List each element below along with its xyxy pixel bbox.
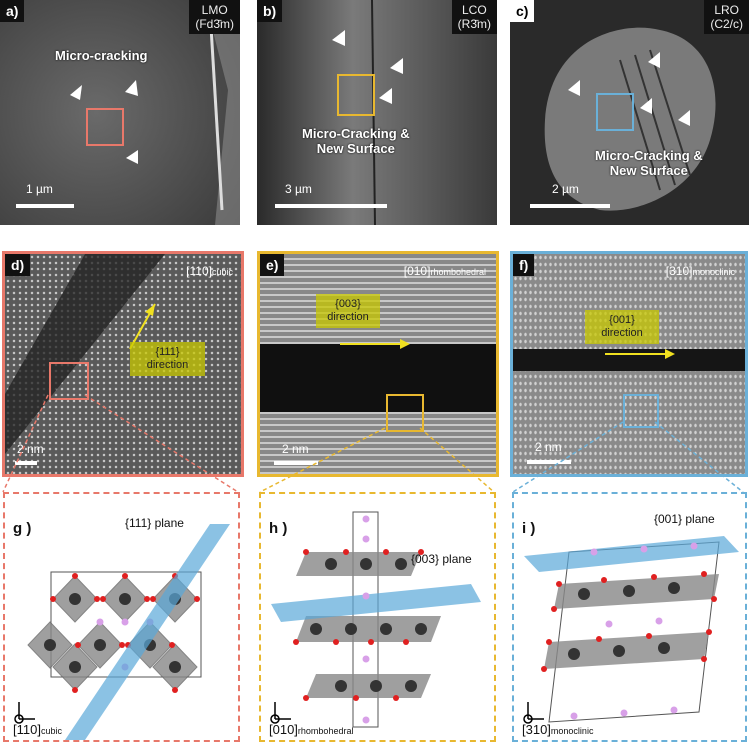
crack-label-b: Micro-Cracking &New Surface <box>302 126 410 156</box>
phase-label-b: LCO(R3̄m) <box>451 0 497 34</box>
crystal-structure-h <box>270 511 481 728</box>
panel-c: c) LRO(C2/c) Micro-Cracking &New Surface… <box>510 0 749 225</box>
panel-tag-f: f) <box>513 254 535 276</box>
scale-bar-e <box>274 461 318 465</box>
axis-label-i: [310]monoclinic <box>522 722 594 737</box>
panel-d: d) [110]cubic {111}direction 2 nm <box>2 251 244 477</box>
scale-bar-c <box>530 204 610 208</box>
crack-label-a: Micro-cracking <box>55 48 148 63</box>
tem-layer-top-e <box>260 254 496 344</box>
zoom-box-b <box>337 74 375 116</box>
crystal-structure-i <box>523 536 739 724</box>
scale-text-b: 3 µm <box>285 182 312 196</box>
direction-box-d: {111}direction <box>130 342 205 376</box>
panel-tag-a: a) <box>0 0 25 22</box>
axis-label-g: [110]cubic <box>13 722 62 737</box>
plane-label-g: {111} plane <box>125 516 184 530</box>
zoom-box-e <box>386 394 424 432</box>
panel-i: i ) {001} plane [310]monoclinic <box>512 492 747 742</box>
crystal-structure-g <box>14 524 230 740</box>
scale-bar-f <box>527 460 571 464</box>
panel-tag-e: e) <box>260 254 285 276</box>
axis-label-h: [010]rhombohedral <box>269 722 354 737</box>
phase-label-c: LRO(C2/c) <box>704 0 749 34</box>
panel-tag-h: h ) <box>269 520 288 537</box>
tem-gap-f <box>513 349 745 371</box>
panel-e: e) [010]rhombohedral {003}direction 2 nm <box>257 251 499 477</box>
scale-text-f: 2 nm <box>535 440 562 454</box>
panel-b: b) LCO(R3̄m) Micro-Cracking &New Surface… <box>257 0 497 225</box>
zoom-box-a <box>86 108 124 146</box>
zoom-box-f <box>623 394 659 428</box>
zoom-box-c <box>596 93 634 131</box>
crack-label-c: Micro-Cracking &New Surface <box>595 148 703 178</box>
direction-arrow-e <box>340 339 410 349</box>
scale-text-a: 1 µm <box>26 182 53 196</box>
scale-text-c: 2 µm <box>552 182 579 196</box>
direction-box-f: {001}direction <box>585 310 659 344</box>
panel-tag-b: b) <box>257 0 283 22</box>
direction-box-e: {003}direction <box>316 294 380 328</box>
panel-a: a) LMO(Fd3̄m) Micro-cracking 1 µm <box>0 0 240 225</box>
scale-text-d: 2 nm <box>17 442 44 456</box>
zoom-box-d <box>49 362 89 400</box>
panel-tag-c: c) <box>510 0 535 22</box>
zone-axis-f: [310]monoclinic <box>665 264 735 278</box>
sem-image-c <box>544 27 716 211</box>
scale-text-e: 2 nm <box>282 442 309 456</box>
plane-label-i: {001} plane <box>654 512 715 526</box>
zone-axis-d: [110]cubic <box>186 264 233 278</box>
phase-label-a: LMO(Fd3̄m) <box>189 0 240 34</box>
zone-axis-e: [010]rhombohedral <box>403 264 486 278</box>
panel-tag-g: g ) <box>13 520 32 537</box>
panel-g: g ) {111} plane [110]cubic <box>3 492 240 742</box>
panel-tag-i: i ) <box>522 520 536 537</box>
scale-bar-d <box>15 461 37 465</box>
scale-bar-a <box>16 204 74 208</box>
panel-h: h ) {003} plane [010]rhombohedral <box>259 492 496 742</box>
direction-arrow-f <box>605 349 675 359</box>
plane-label-h: {003} plane <box>411 552 472 566</box>
tem-band-d <box>5 254 165 454</box>
panel-f: f) [310]monoclinic {001}direction 2 nm <box>510 251 748 477</box>
panel-tag-d: d) <box>5 254 31 276</box>
scale-bar-b <box>275 204 387 208</box>
